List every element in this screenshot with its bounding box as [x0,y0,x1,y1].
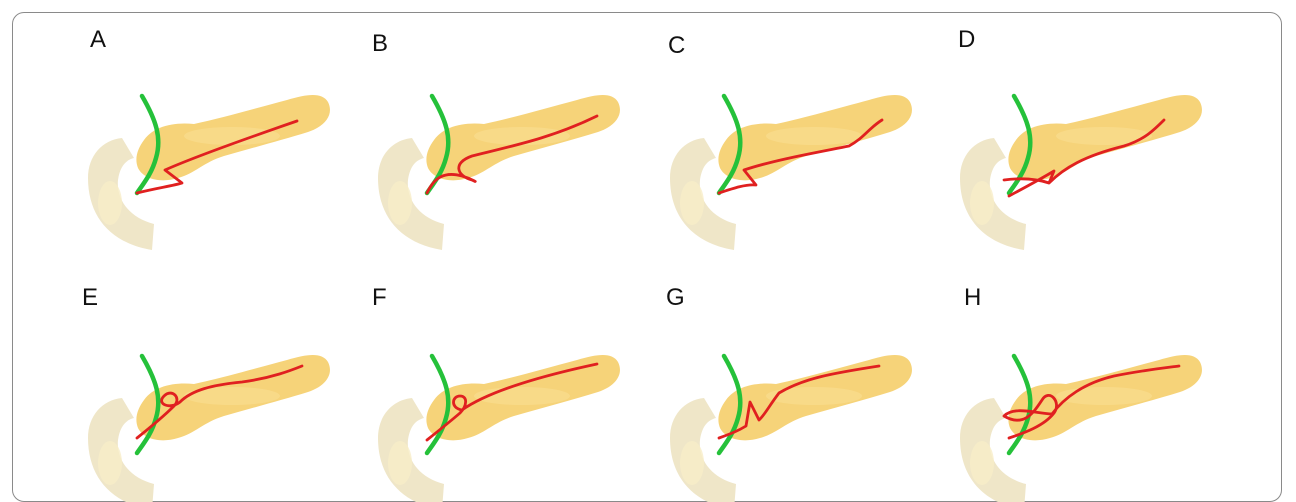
duodenum-highlight [970,441,994,485]
pancreas-diagram [664,282,954,482]
panel-h: H [954,282,1244,482]
pancreas-highlight [766,127,862,145]
pancreas-highlight [1056,127,1152,145]
pancreas-diagram [82,282,372,482]
pancreas-diagram [954,282,1244,482]
panel-c: C [664,28,954,228]
duodenum-highlight [98,181,122,225]
pancreas-diagram [372,282,662,482]
pancreas-diagram [954,28,1244,228]
panel-e: E [82,282,372,482]
pancreas-diagram [664,28,954,228]
duodenum-highlight [388,181,412,225]
panel-f: F [372,282,662,482]
duodenum-highlight [680,181,704,225]
duodenum-highlight [970,181,994,225]
pancreas-diagram [372,28,662,228]
pancreas-diagram [82,28,372,228]
panel-g: G [664,282,954,482]
duodenum-highlight [98,441,122,485]
duodenum-highlight [388,441,412,485]
duodenum-highlight [680,441,704,485]
panel-a: A [82,28,372,228]
pancreas-highlight [766,387,862,405]
panel-b: B [372,28,662,228]
pancreas-highlight [184,127,280,145]
panel-d: D [954,28,1244,228]
